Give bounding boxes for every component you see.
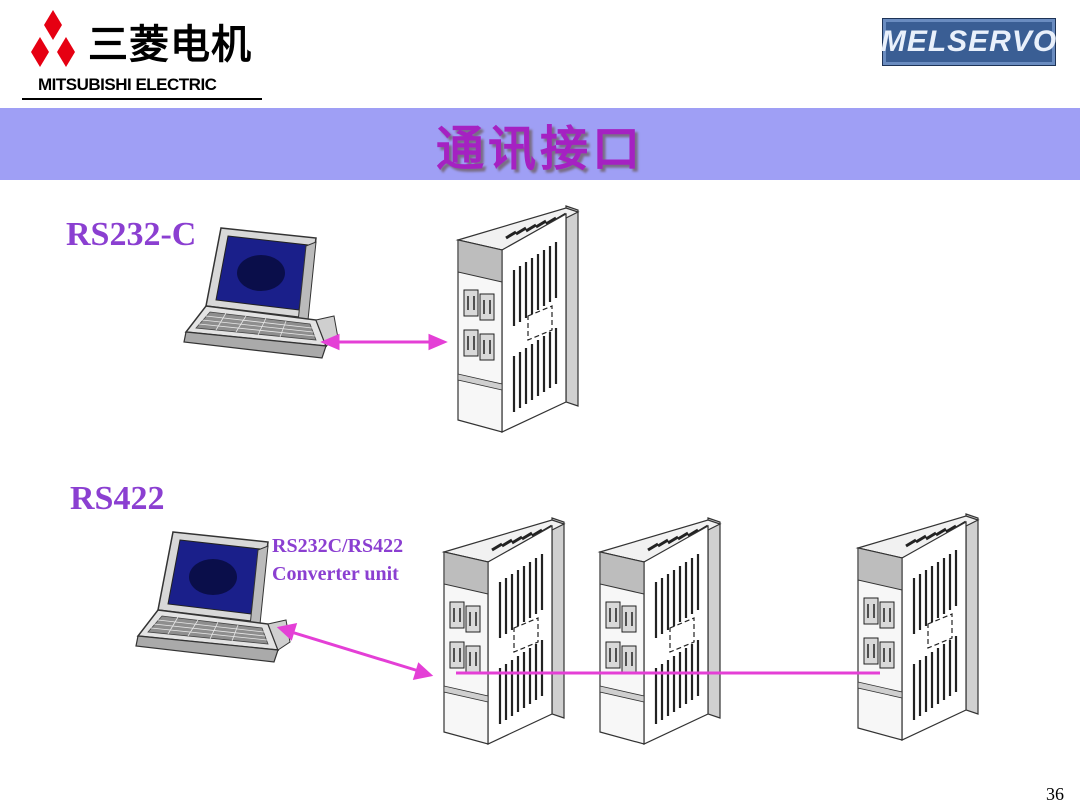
laptop-icon-rs232 xyxy=(183,227,339,359)
slide-title: 通讯接口 xyxy=(435,121,644,177)
converter-line-1: RS232C/RS422 xyxy=(272,535,404,557)
servo-amplifier-rs422-3 xyxy=(856,512,980,742)
laptop-icon-rs422 xyxy=(135,531,291,663)
servo-amplifier-rs422-1 xyxy=(442,516,566,746)
brand-underline xyxy=(22,98,262,100)
title-band xyxy=(0,108,1080,180)
label-rs232c: RS232-C xyxy=(66,216,197,253)
rs232-double-arrow xyxy=(320,333,448,351)
converter-line-2: Converter unit xyxy=(272,563,399,585)
page-number: 36 xyxy=(1046,784,1064,804)
brand-name-en: MITSUBISHI ELECTRIC xyxy=(38,75,217,94)
converter-unit-label: RS232C/RS422 Converter unit xyxy=(272,532,403,588)
melservo-logo: MELSERVO xyxy=(881,18,1056,66)
mitsubishi-diamonds-icon xyxy=(31,10,75,67)
rs422-double-arrow xyxy=(276,623,434,680)
servo-amplifier-rs232 xyxy=(456,204,580,434)
brand-name-cn: 三菱电机 xyxy=(88,22,252,68)
label-rs422: RS422 xyxy=(70,480,165,517)
servo-amplifier-rs422-2 xyxy=(598,516,722,746)
